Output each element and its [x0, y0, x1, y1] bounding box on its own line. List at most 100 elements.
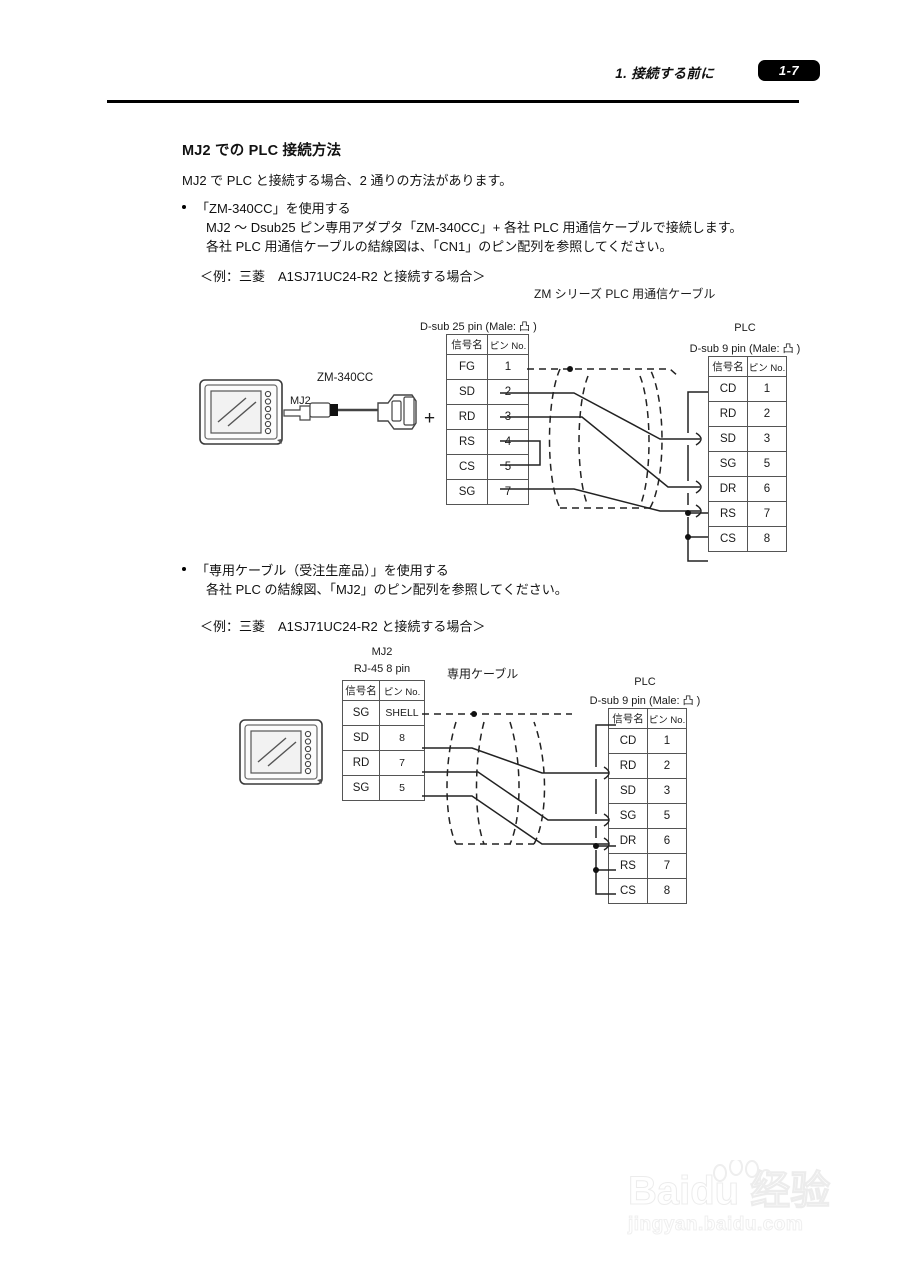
cell-pin: 1	[747, 376, 787, 402]
cell-pin: 2	[487, 379, 529, 405]
bullet-dot-icon	[182, 567, 186, 571]
diagram2-right-connector-label: D-sub 9 pin (Male: 凸 )	[589, 695, 701, 707]
cell-signal: CD	[608, 728, 648, 754]
watermark-sub-text: jingyan.baidu.com	[628, 1214, 804, 1236]
cell-pin: 2	[647, 753, 687, 779]
cell-pin: 3	[647, 778, 687, 804]
col-header-pin: ピン No.	[647, 708, 687, 729]
diagram2-wiring	[422, 711, 616, 895]
cell-pin: 4	[487, 429, 529, 455]
cell-pin: 5	[379, 775, 425, 801]
cell-signal: SD	[342, 725, 380, 751]
cell-signal: CD	[708, 376, 748, 402]
bullet-1-line-3: 各社 PLC 用通信ケーブルの結線図は、「CN1」のピン配列を参照してください。	[206, 239, 673, 254]
cell-pin: 7	[747, 501, 787, 527]
cell-signal: CS	[608, 878, 648, 904]
cell-pin: 1	[647, 728, 687, 754]
cell-pin: 7	[379, 750, 425, 776]
col-header-pin: ピン No.	[379, 680, 425, 701]
cell-pin: 7	[647, 853, 687, 879]
cell-pin: 8	[379, 725, 425, 751]
diagram1-right-device-label: PLC	[734, 322, 756, 334]
diagram1-port-label: MJ2	[290, 395, 311, 407]
hmi-device-illustration-2	[239, 719, 323, 785]
diagram1-right-connector-label: D-sub 9 pin (Male: 凸 )	[689, 343, 801, 355]
cell-signal: CS	[446, 454, 488, 480]
watermark-main-text: Baidu 经验	[628, 1169, 831, 1214]
paw-print-icon	[713, 1160, 773, 1187]
cell-signal: SG	[608, 803, 648, 829]
cell-pin: 1	[487, 354, 529, 380]
diagram1-left-connector-label: D-sub 25 pin (Male: 凸 )	[420, 321, 537, 333]
cell-pin: 5	[647, 803, 687, 829]
cell-signal: RD	[446, 404, 488, 430]
diagram2-right-device-label: PLC	[634, 676, 656, 688]
cell-pin: 5	[487, 454, 529, 480]
cell-signal: RS	[446, 429, 488, 455]
cell-signal: RD	[342, 750, 380, 776]
example-label-2: ＜例：三菱 A1SJ71UC24-R2 と接続する場合＞	[200, 619, 486, 634]
cell-pin: 6	[647, 828, 687, 854]
page-title: MJ2 での PLC 接続方法	[182, 143, 342, 159]
cell-signal: SG	[342, 775, 380, 801]
zm340cc-adapter-cable	[283, 394, 417, 430]
cell-signal: RD	[608, 753, 648, 779]
cell-signal: DR	[608, 828, 648, 854]
cell-pin: 6	[747, 476, 787, 502]
cell-signal: FG	[446, 354, 488, 380]
cell-signal: DR	[708, 476, 748, 502]
bullet-1-line-1: 「ZM-340CC」を使用する	[196, 201, 351, 216]
diagram1-cable-title: ZM シリーズ PLC 用通信ケーブル	[534, 287, 716, 301]
bullet-item-1: 「ZM-340CC」を使用する MJ2 〜 Dsub25 ピン専用アダプタ「ZM…	[182, 199, 742, 256]
col-header-signal: 信号名	[342, 680, 380, 701]
bullet-2-line-1: 「専用ケーブル（受注生産品）」を使用する	[196, 563, 449, 578]
table-header-row: 信号名 ピン No.	[342, 680, 425, 701]
header-section-title: 1. 接続する前に	[615, 66, 714, 81]
cell-signal: SD	[708, 426, 748, 452]
cell-signal: SG	[708, 451, 748, 477]
cell-signal: SG	[446, 479, 488, 505]
table-header-row: 信号名 ピン No.	[708, 356, 787, 377]
bullet-item-2: 「専用ケーブル（受注生産品）」を使用する 各社 PLC の結線図、「MJ2」のピ…	[182, 561, 568, 599]
diagram2-port-label: MJ2	[371, 646, 393, 658]
cell-signal: SD	[446, 379, 488, 405]
diagram1-wiring	[500, 366, 708, 562]
cell-pin: SHELL	[379, 700, 425, 726]
col-header-pin: ピン No.	[747, 356, 787, 377]
watermark: Baidu 经验 jingyan.baidu.com	[628, 1160, 888, 1260]
cell-signal: RS	[708, 501, 748, 527]
cell-pin: 5	[747, 451, 787, 477]
diagram1-adapter-label: ZM-340CC	[317, 372, 374, 384]
cell-pin: 8	[747, 526, 787, 552]
diagram1-plus-sign: +	[424, 408, 436, 429]
cell-pin: 3	[747, 426, 787, 452]
header-rule	[107, 100, 799, 103]
col-header-signal: 信号名	[446, 334, 488, 355]
hmi-device-illustration-1	[199, 379, 283, 445]
bullet-2-line-2: 各社 PLC の結線図、「MJ2」のピン配列を参照してください。	[206, 582, 568, 597]
